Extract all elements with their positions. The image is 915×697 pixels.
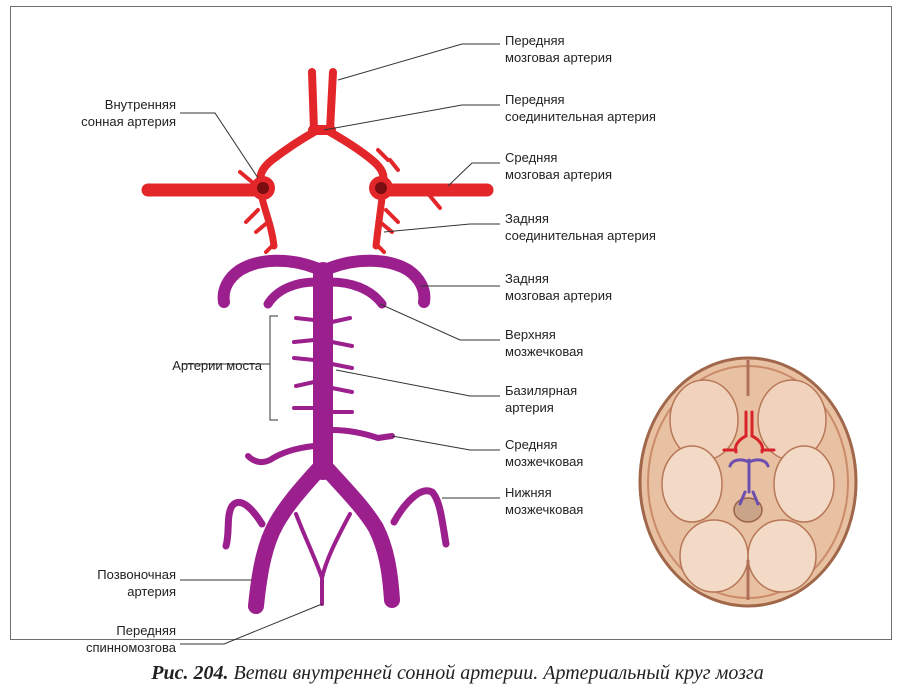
carotid-cross-sections — [251, 176, 393, 200]
leader-lines — [180, 43, 500, 645]
arc-left — [256, 128, 318, 189]
middle-cerebellar-left — [245, 443, 317, 466]
anterior-cerebral-right — [326, 68, 337, 134]
label-pontine-arteries: Артерии моста — [172, 358, 262, 373]
inferior-cerebellar-right — [390, 487, 450, 548]
figure-caption-text: Ветви внутренней сонной артерии. Артериа… — [233, 662, 764, 684]
posterior-cerebral-right — [324, 254, 431, 308]
superior-cerebellar-right — [325, 277, 387, 309]
posterior-cerebral-left — [217, 254, 322, 308]
figure-number: Рис. 204. — [151, 662, 229, 684]
middle-cerebellar-right — [329, 427, 395, 442]
figure-caption: Рис. 204. Ветви внутренней сонной артери… — [0, 662, 915, 685]
skull-base-inset — [638, 356, 858, 608]
superior-cerebellar-left — [263, 277, 321, 309]
vertebrobasilar-system — [217, 254, 450, 614]
arc-right — [326, 128, 388, 189]
vertebral-right — [320, 462, 400, 608]
vertebral-left — [248, 462, 326, 614]
anterior-cerebral-left — [308, 68, 318, 134]
carotid-system — [141, 68, 494, 254]
inferior-cerebellar-left — [222, 498, 266, 550]
anterior-spinal — [294, 512, 352, 586]
